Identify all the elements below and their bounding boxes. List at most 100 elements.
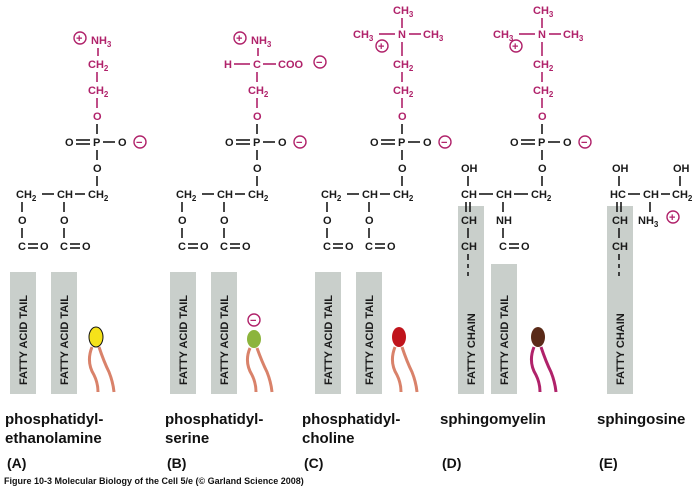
svg-text:C: C — [220, 241, 228, 253]
ch3-label: CH3 — [353, 29, 374, 43]
headgroup-icon — [392, 327, 406, 347]
svg-text:FATTY ACID TAIL: FATTY ACID TAIL — [219, 295, 231, 385]
ch2-label: CH2 — [88, 59, 109, 73]
svg-text:−: − — [441, 137, 447, 149]
phosphorus-label: P — [93, 137, 100, 149]
svg-text:−: − — [136, 137, 142, 149]
ch2-label: CH2 — [672, 189, 693, 203]
panel-d-structure: CH3 CH3 N CH3 + CH2 CH2 O O P O − O FATT… — [458, 5, 592, 394]
svg-text:−: − — [296, 137, 302, 149]
ch3-label: CH3 — [563, 29, 584, 43]
svg-text:+: + — [378, 41, 384, 53]
svg-text:O: O — [365, 215, 374, 227]
tail-leg-icon — [400, 346, 419, 393]
ch2-label: CH2 — [393, 59, 414, 73]
fatty-acid-tail-box — [491, 264, 517, 394]
svg-text:C: C — [18, 241, 26, 253]
svg-text:O: O — [398, 163, 407, 175]
lipid-name: phosphatidyl- — [5, 411, 103, 428]
lipid-name: ethanolamine — [5, 430, 102, 447]
fatty-chain-box — [458, 206, 484, 394]
plus-sign: + — [76, 33, 82, 45]
figure-caption: Figure 10-3 Molecular Biology of the Cel… — [4, 476, 304, 486]
tail-leg-icon — [390, 346, 403, 393]
svg-text:CH: CH — [461, 215, 477, 227]
svg-text:C: C — [323, 241, 331, 253]
lipid-name: sphingomyelin — [440, 411, 546, 428]
svg-text:C: C — [178, 241, 186, 253]
svg-text:−: − — [581, 137, 587, 149]
hydroxyl-label: OH — [673, 163, 690, 175]
svg-text:O: O — [323, 215, 332, 227]
svg-text:O: O — [60, 215, 69, 227]
ch2-label: CH2 — [533, 85, 554, 99]
svg-text:O: O — [521, 241, 530, 253]
svg-text:O: O — [40, 241, 49, 253]
svg-text:C: C — [499, 241, 507, 253]
hydrogen-label: H — [224, 59, 232, 71]
headgroup-icon — [247, 330, 261, 348]
svg-text:P: P — [538, 137, 545, 149]
svg-text:O: O — [18, 215, 27, 227]
ch2-label: CH2 — [393, 85, 414, 99]
ch-label: CH — [57, 189, 73, 201]
svg-text:O: O — [253, 111, 262, 123]
tail-leg-icon — [529, 346, 542, 393]
positive-charge-icon — [73, 31, 87, 45]
tail-leg-icon — [539, 346, 558, 393]
ch2-label: CH2 — [88, 189, 109, 203]
hydroxyl-label: OH — [612, 163, 629, 175]
svg-text:CH: CH — [612, 241, 628, 253]
negative-charge-icon — [133, 135, 147, 149]
oxygen-label: O — [93, 163, 102, 175]
svg-text:FATTY ACID TAIL: FATTY ACID TAIL — [178, 295, 190, 385]
svg-text:C: C — [60, 241, 68, 253]
panel-letter: (D) — [442, 455, 461, 471]
panel-e-structure: FATTY CHAIN OH OH HC CH CH2 CH NH3 + CH — [607, 163, 693, 394]
tail-leg-icon — [97, 346, 116, 393]
svg-text:FATTY CHAIN: FATTY CHAIN — [615, 313, 627, 385]
svg-text:+: + — [236, 33, 242, 45]
lipid-name: serine — [165, 430, 209, 447]
svg-text:O: O — [220, 215, 229, 227]
svg-text:FATTY CHAIN: FATTY CHAIN — [466, 313, 478, 385]
negative-charge-icon — [578, 135, 592, 149]
fatty-acid-tail-box — [356, 272, 382, 394]
ch2-label: CH2 — [176, 189, 197, 203]
nh-label: NH — [496, 215, 512, 227]
svg-text:O: O — [398, 111, 407, 123]
ch2-label: CH2 — [321, 189, 342, 203]
svg-text:O: O — [278, 137, 287, 149]
ch2-label: CH2 — [248, 189, 269, 203]
positive-charge-icon — [375, 39, 389, 53]
ch3-label: CH3 — [393, 5, 414, 19]
svg-text:O: O — [370, 137, 379, 149]
coo-label: COO — [278, 59, 304, 71]
tail-leg-icon — [245, 347, 258, 393]
svg-text:O: O — [387, 241, 396, 253]
ch2-label: CH2 — [248, 85, 269, 99]
panel-letter: (B) — [167, 455, 186, 471]
ch2-label: CH2 — [16, 189, 37, 203]
panel-c-structure: CH3 CH3 N CH3 + CH2 CH2 O O P O − O CH2 … — [315, 5, 452, 394]
ch2-label: CH2 — [88, 85, 109, 99]
svg-text:FATTY ACID TAIL: FATTY ACID TAIL — [499, 295, 511, 385]
svg-text:CH: CH — [217, 189, 233, 201]
svg-text:O: O — [538, 163, 547, 175]
svg-text:O: O — [423, 137, 432, 149]
svg-text:O: O — [178, 215, 187, 227]
svg-text:O: O — [242, 241, 251, 253]
lipid-name: sphingosine — [597, 411, 685, 428]
svg-text:FATTY ACID TAIL: FATTY ACID TAIL — [323, 295, 335, 385]
headgroup-icon — [531, 327, 545, 347]
hc-label: HC — [610, 189, 626, 201]
ch2-label: CH2 — [393, 189, 414, 203]
svg-text:P: P — [398, 137, 405, 149]
svg-text:P: P — [253, 137, 260, 149]
fatty-acid-tail-box — [10, 272, 36, 394]
svg-text:O: O — [225, 137, 234, 149]
fatty-acid-tail-box — [170, 272, 196, 394]
negative-charge-icon — [313, 55, 327, 69]
ch2-label: CH2 — [531, 189, 552, 203]
